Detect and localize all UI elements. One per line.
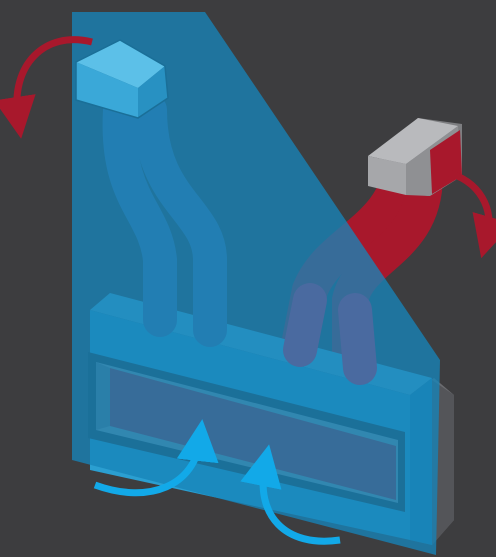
exhaust-terminal <box>368 118 462 196</box>
